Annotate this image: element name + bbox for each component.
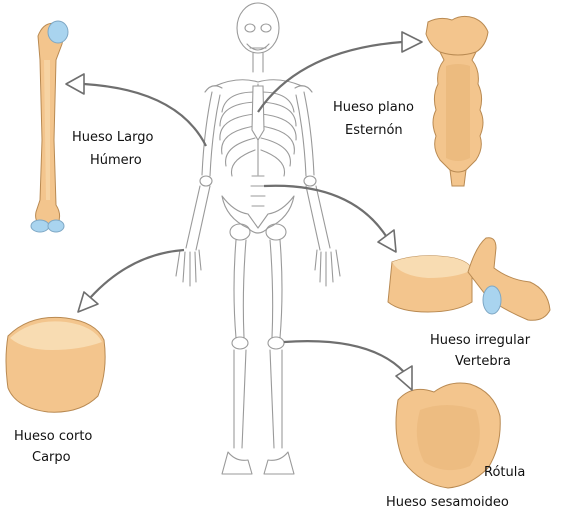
irregular-bone-type-label: Hueso irregular <box>430 333 531 348</box>
short-bone-type-label: Hueso corto <box>14 429 93 444</box>
sternum-bone <box>425 15 489 187</box>
humerus-bone <box>30 20 69 233</box>
arrow-long-bone <box>65 73 207 147</box>
arrow-short-bone <box>77 248 185 313</box>
short-bone-example-label: Carpo <box>32 450 71 465</box>
vertebra-bone <box>387 237 551 321</box>
long-bone-type-label: Hueso Largo <box>72 130 154 145</box>
patella-bone <box>395 382 501 489</box>
arrow-sesamoid-bone <box>283 340 413 391</box>
arrow-irregular-bone <box>263 184 397 253</box>
arrow-flat-bone <box>257 31 423 113</box>
carpal-bone <box>5 316 106 413</box>
flat-bone-example-label: Esternón <box>345 123 403 138</box>
sesamoid-bone-example-label: Rótula <box>484 465 526 480</box>
long-bone-example-label: Húmero <box>90 153 142 168</box>
sesamoid-bone-type-label: Hueso sesamoideo <box>386 495 509 510</box>
irregular-bone-example-label: Vertebra <box>455 354 511 369</box>
skeleton-figure <box>175 2 341 475</box>
flat-bone-type-label: Hueso plano <box>333 100 414 115</box>
